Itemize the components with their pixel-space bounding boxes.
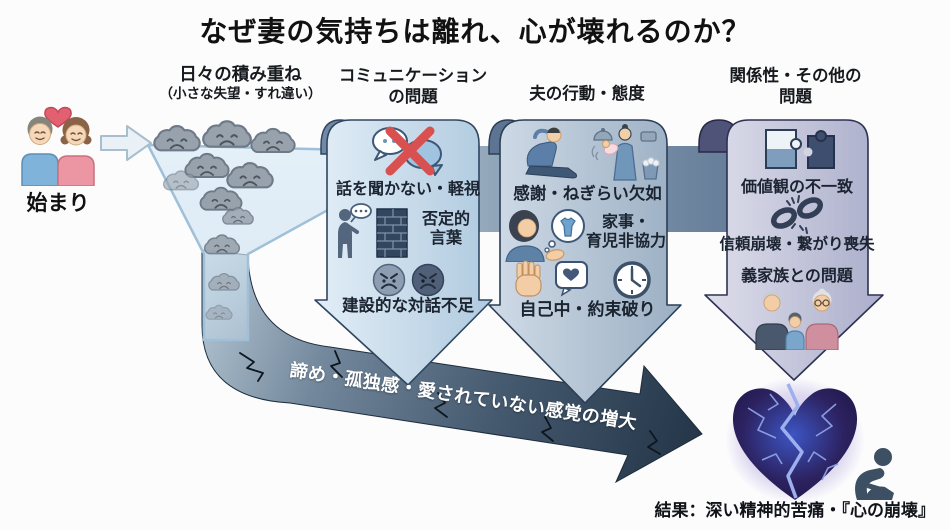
love-heart-icon xyxy=(44,106,72,128)
column-header-husband: 夫の行動・態度 xyxy=(529,85,645,103)
funnel-header: 日々の積み重ね （小さな失望・すれ違い） xyxy=(159,64,322,101)
stop-hand-heart-clock-icon xyxy=(515,260,651,299)
column-communication: 話を聞かない・軽視 否定的 言葉 xyxy=(313,116,513,406)
result-caption: 結果：深い精神的苦痛・『心の崩壊』 xyxy=(654,501,936,520)
cause-label: 感謝・ねぎらい欠如 xyxy=(513,185,662,203)
column-husband-behavior: 感謝・ねぎらい欠如 家事・ 育児非協力 xyxy=(485,116,690,416)
cause-label: 自己中・約束破り xyxy=(519,300,656,319)
couple-icon xyxy=(21,106,95,186)
broken-chain-icon xyxy=(770,195,824,234)
column-relationship-other: 価値観の不一致 信頼崩壊・繋がり喪失 義家族との問題 xyxy=(693,116,893,386)
despairing-person-icon xyxy=(855,448,894,500)
column-header-relationship: 関係性・その他の 問題 xyxy=(729,67,862,106)
cause-label: 価値観の不一致 xyxy=(740,179,853,196)
ribbon-arrow-shape xyxy=(698,119,884,381)
column-header-communication: コミュニケーション の問題 xyxy=(338,67,488,106)
lazy-husband-overworked-wife-icon xyxy=(525,124,660,181)
crossed-speech-bubbles-icon xyxy=(372,126,443,176)
mismatched-puzzle-icon xyxy=(765,129,835,169)
cause-label: 信頼崩壊・繋がり喪失 xyxy=(719,236,875,253)
angry-faces-icon xyxy=(372,263,445,297)
crack-lines xyxy=(239,350,661,455)
cause-label: 否定的 言葉 xyxy=(421,211,470,248)
right-arrow-icon xyxy=(100,125,152,161)
person-speech-brick-wall-icon xyxy=(338,203,408,258)
start-label: 始まり xyxy=(26,192,90,215)
heart-crack-lines xyxy=(747,393,839,481)
cause-label: 義家族との問題 xyxy=(741,268,853,285)
cause-label: 建設的な対話不足 xyxy=(342,297,474,315)
wife-thinking-chores-icon xyxy=(505,209,585,263)
in-laws-family-icon xyxy=(755,288,839,351)
cause-label: 家事・ 育児非協力 xyxy=(585,214,666,251)
broken-heart-icon xyxy=(732,383,858,500)
ribbon-arrow-shape xyxy=(488,119,682,404)
cause-label: 話を聞かない・軽視 xyxy=(335,181,480,198)
page-title: なぜ妻の気持ちは離れ、心が壊れるのか？ xyxy=(199,16,751,47)
red-cross-icon xyxy=(385,126,435,176)
